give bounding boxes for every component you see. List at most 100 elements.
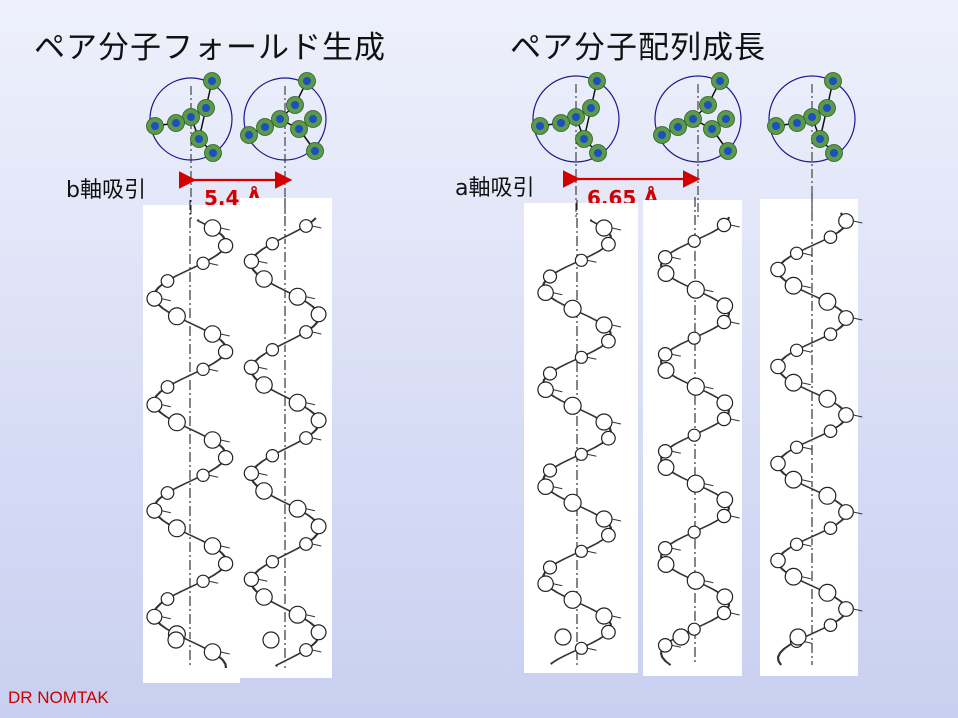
chain-bond <box>553 292 563 296</box>
chain-atom <box>542 366 558 381</box>
chain-atom <box>146 608 163 625</box>
chain-atom <box>687 525 701 539</box>
atom-core <box>816 135 824 143</box>
chain-bond <box>587 647 597 651</box>
atom-core <box>704 101 712 109</box>
chain-atom <box>217 237 234 254</box>
chain-atom <box>823 521 838 535</box>
atom-core <box>261 123 269 131</box>
chain-atom <box>595 607 613 625</box>
chain-atom <box>784 276 803 295</box>
chain-atom <box>823 424 838 438</box>
atom-core <box>536 122 544 130</box>
chain-bond <box>553 389 563 393</box>
atom-core <box>151 122 159 130</box>
chain-atom <box>265 343 280 357</box>
chain-atom <box>217 344 234 360</box>
title-pair-fold: ペア分子フォールド生成 <box>34 30 386 66</box>
chain-bond <box>305 402 316 406</box>
chain-bond <box>730 515 740 519</box>
chain-atom <box>299 431 313 445</box>
chain-bond <box>801 285 811 289</box>
chain-atom <box>265 555 280 569</box>
chain-atom <box>657 346 673 362</box>
chain-atom <box>146 396 163 413</box>
chain-bond <box>312 649 322 653</box>
chain-atom <box>716 605 732 621</box>
chain-bond <box>611 227 622 231</box>
cross-section-3 <box>531 72 620 220</box>
chain-bond <box>305 614 316 618</box>
chain-atom <box>299 643 313 657</box>
atom-core <box>311 147 319 155</box>
chain-atom <box>818 292 837 311</box>
chain-atom <box>196 256 210 270</box>
chain-atom <box>770 358 786 375</box>
atom-core <box>674 123 682 131</box>
chain-atom <box>563 299 582 318</box>
helix-chain-1 <box>146 200 234 669</box>
chain-atom <box>595 510 613 528</box>
atom-core <box>830 149 838 157</box>
chain-atom <box>818 486 837 505</box>
chain-atom <box>203 325 222 343</box>
chain-atom <box>818 389 837 408</box>
chain-atom <box>601 430 616 446</box>
chain-atom <box>823 618 838 632</box>
chain-atom <box>167 413 186 432</box>
chain-atom <box>255 270 273 288</box>
atom-core <box>580 135 588 143</box>
atom-core <box>793 119 801 127</box>
chain-atom <box>770 552 786 569</box>
atom-core <box>593 77 601 85</box>
chain-atom <box>657 540 673 556</box>
chain-atom <box>310 518 327 535</box>
footer-credit: DR NOMTAK <box>8 688 109 707</box>
chain-atom <box>595 413 613 431</box>
chain-atom <box>537 284 554 301</box>
chain-bond <box>305 296 316 300</box>
chain-atom <box>243 253 260 269</box>
chain-bond <box>220 333 230 337</box>
chain-bond <box>704 289 714 293</box>
atom-core <box>557 119 565 127</box>
chain-atom <box>657 555 675 573</box>
label-a-axis-attraction: a軸吸引 <box>455 176 535 201</box>
chain-atom <box>657 637 673 653</box>
chain-atom <box>789 343 804 357</box>
chain-atom <box>196 468 210 482</box>
atom-core <box>276 115 284 123</box>
chain-atom <box>217 556 234 572</box>
atom-core <box>572 113 580 121</box>
chain-atom <box>160 274 175 288</box>
chain-atom <box>167 519 186 538</box>
chain-atom <box>243 571 260 588</box>
atom-core <box>722 115 730 123</box>
chain-end-atom <box>167 631 185 649</box>
atom-core <box>658 131 666 139</box>
chain-panel-3 <box>524 203 638 673</box>
chain-atom <box>299 325 313 339</box>
chain-bond <box>587 356 597 360</box>
chain-bond <box>587 550 597 554</box>
chain-atom <box>716 411 732 427</box>
chain-atom <box>203 643 222 661</box>
atom-core <box>772 122 780 130</box>
chain-atom <box>299 219 313 233</box>
chain-bond <box>853 220 863 224</box>
chain-atom <box>243 359 260 375</box>
chain-end-atom <box>789 628 807 646</box>
chain-atom <box>784 567 803 586</box>
chain-atom <box>574 544 589 558</box>
chain-bond <box>209 368 219 372</box>
chain-atom <box>563 493 582 512</box>
cross-section-2 <box>240 72 327 218</box>
chain-atom <box>770 261 786 278</box>
chain-bond <box>258 366 268 370</box>
atom-core <box>587 104 595 112</box>
chain-atom <box>255 376 273 394</box>
chain-atom <box>288 393 307 412</box>
chain-atom <box>167 307 186 326</box>
chain-atom <box>574 447 589 461</box>
chain-bond <box>611 421 622 425</box>
